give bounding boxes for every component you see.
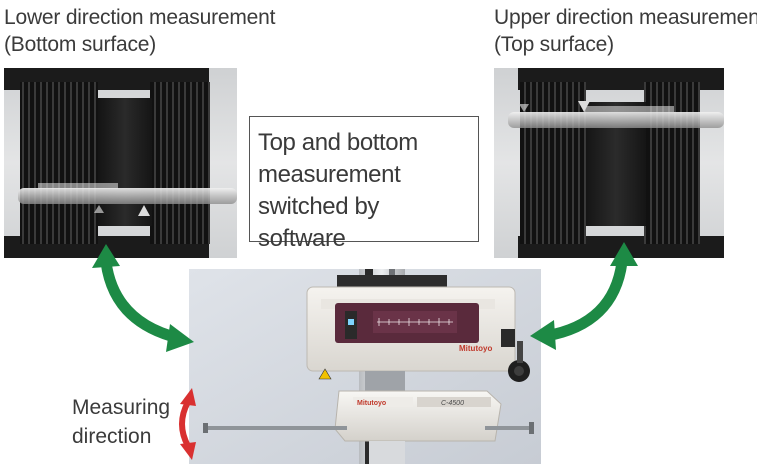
brand-detector-text: Mitutoyo [357,400,386,407]
measuring-direction-label-line-1: Measuring [72,396,171,419]
left-switch-arrow [92,244,194,352]
model-number-text: C-4500 [441,400,464,407]
upper-direction-label: Upper direction measurement (Top surface… [494,4,757,58]
bottom-surface-photo [4,68,237,258]
lower-direction-label: Lower direction measurement (Bottom surf… [4,4,275,58]
right-switch-arrow [530,242,638,350]
measuring-direction-label-line-2: direction [72,425,152,448]
lower-direction-subtitle: (Bottom surface) [4,33,157,56]
top-surface-photo [494,68,724,258]
upper-direction-title: Upper direction measurement [494,6,757,29]
callout-line-3: switched by software [258,193,379,252]
brand-front-text: Mitutoyo [459,344,492,353]
callout-line-2: measurement [258,161,401,188]
software-switch-callout: Top and bottom measurement switched by s… [249,116,479,252]
upper-direction-subtitle: (Top surface) [494,33,614,56]
measuring-machine-photo: Mitutoyo Mitutoyo C-4500 [189,269,541,464]
lower-direction-title: Lower direction measurement [4,6,276,29]
measuring-direction-arrow [179,388,196,460]
callout-line-1: Top and bottom [258,129,418,156]
